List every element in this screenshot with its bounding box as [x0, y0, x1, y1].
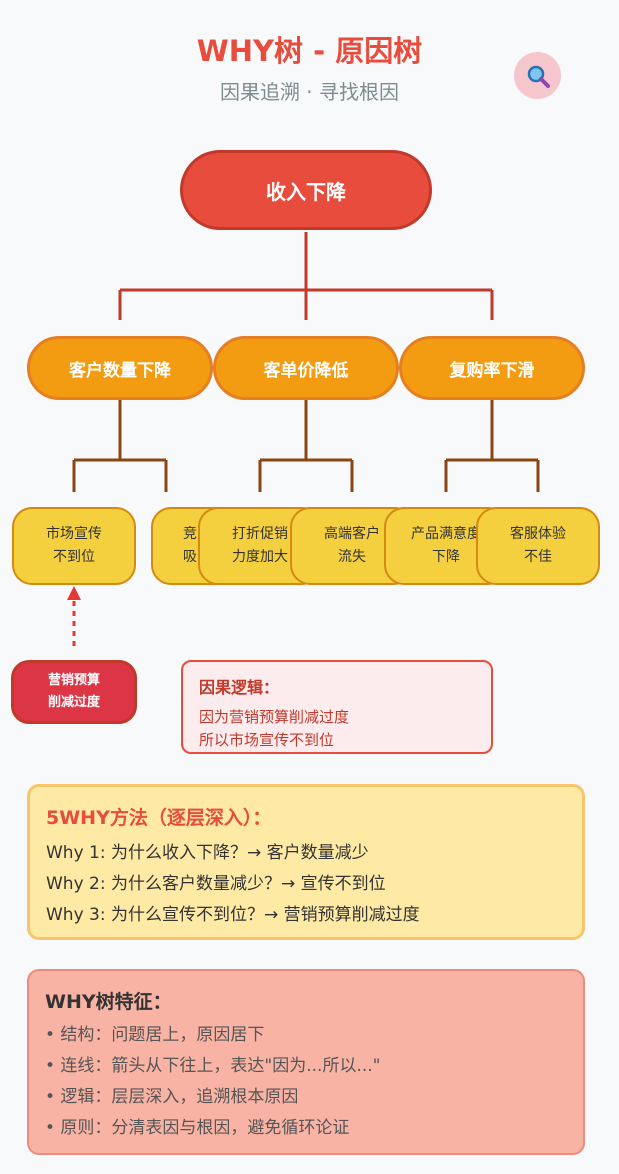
level2-node-service: 客服体验 不佳: [476, 507, 600, 585]
dotted-arrow: [67, 586, 81, 600]
feature-line: • 原则：分清表因与根因，避免循环论证: [45, 1118, 350, 1138]
level1-connectors: [72, 398, 540, 492]
logic-title: 因果逻辑：: [199, 678, 280, 697]
method-line: Why 2: 为什么客户数量减少？→ 宣传不到位: [46, 874, 386, 894]
level2-label: 市场宣传 不到位: [46, 526, 102, 565]
level2-label: 客服体验 不佳: [510, 526, 566, 565]
level1-label: 客单价降低: [263, 360, 349, 381]
page-subtitle: 因果追溯 · 寻找根因: [219, 80, 400, 104]
root-node: 收入下降: [180, 150, 432, 230]
magnifier-icon[interactable]: [514, 52, 561, 99]
level2-label: 竞 吸: [183, 526, 197, 565]
method-title: 5WHY方法（逐层深入）：: [46, 807, 272, 829]
logic-line: 所以市场宣传不到位: [199, 731, 335, 749]
features-title: WHY树特征：: [45, 991, 172, 1013]
root-node-label: 收入下降: [266, 179, 346, 204]
level1-node-customers: 客户数量下降: [27, 336, 213, 400]
five-why-method-box: 5WHY方法（逐层深入）： Why 1: 为什么收入下降？→ 客户数量减少 Wh…: [27, 784, 585, 940]
root-cause-node: 营销预算 削减过度: [11, 660, 137, 724]
level1-label: 复购率下滑: [449, 360, 535, 381]
page-title: WHY树 - 原因树: [196, 34, 423, 68]
why-tree-features-box: WHY树特征： • 结构：问题居上，原因居下 • 连线：箭头从下往上，表达"因为…: [27, 969, 585, 1155]
level2-node-marketing: 市场宣传 不到位: [12, 507, 136, 585]
feature-line: • 连线：箭头从下往上，表达"因为...所以...": [45, 1056, 381, 1076]
root-connector: [118, 232, 494, 320]
root-cause-label: 营销预算 削减过度: [47, 673, 100, 710]
level2-label: 高端客户 流失: [324, 526, 380, 565]
level1-node-repurchase: 复购率下滑: [399, 336, 585, 400]
level2-label: 产品满意度 下降: [411, 526, 481, 565]
causal-logic-box: 因果逻辑： 因为营销预算削减过度 所以市场宣传不到位: [181, 660, 493, 754]
feature-line: • 逻辑：层层深入，追溯根本原因: [45, 1087, 299, 1107]
level1-label: 客户数量下降: [69, 360, 171, 381]
method-line: Why 1: 为什么收入下降？→ 客户数量减少: [46, 843, 369, 863]
level1-node-price: 客单价降低: [213, 336, 399, 400]
level2-label: 打折促销 力度加大: [232, 526, 288, 565]
logic-line: 因为营销预算削减过度: [199, 708, 350, 726]
feature-line: • 结构：问题居上，原因居下: [45, 1025, 265, 1045]
method-line: Why 3: 为什么宣传不到位？→ 营销预算削减过度: [46, 905, 420, 925]
